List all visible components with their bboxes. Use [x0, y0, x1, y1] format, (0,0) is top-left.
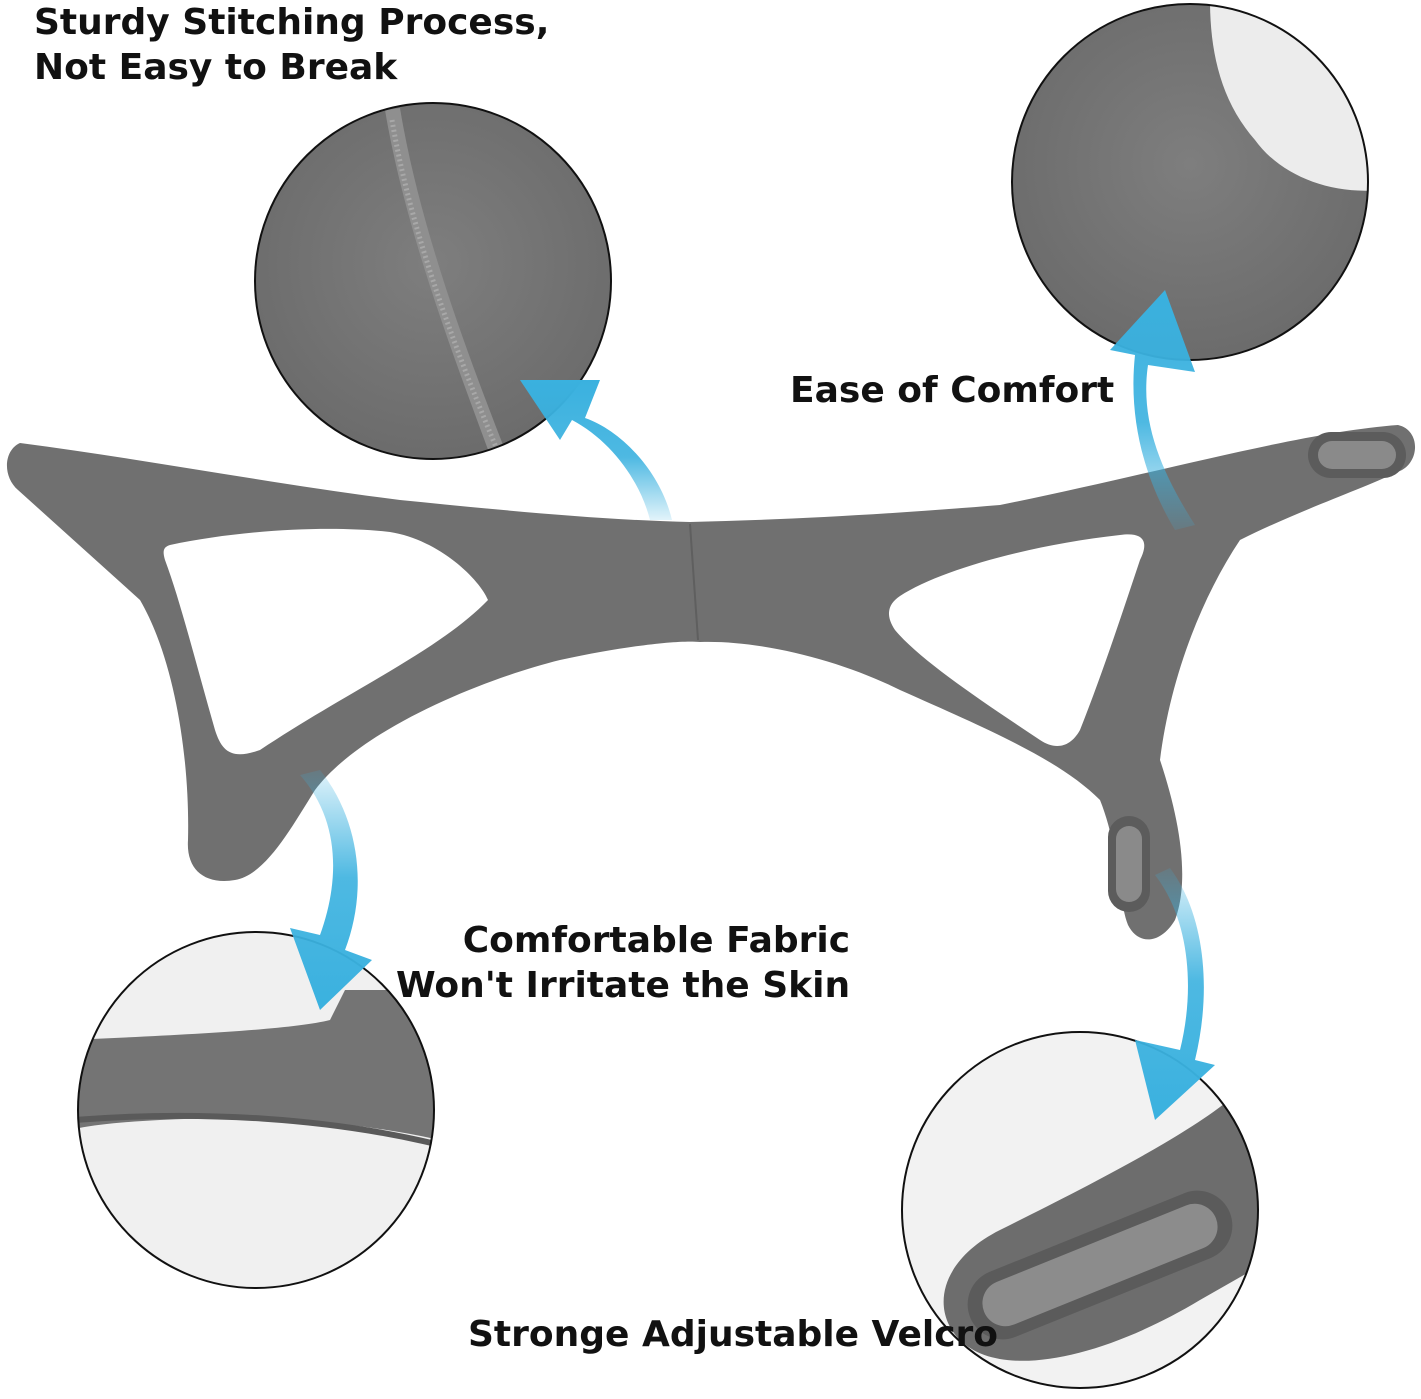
- arrow-icon: [1110, 290, 1195, 530]
- arrow-icon: [1135, 868, 1215, 1120]
- comfort-caption: Ease of Comfort: [790, 370, 1115, 411]
- velcro-caption: Stronge Adjustable Velcro: [468, 1314, 999, 1355]
- fabric-caption-line-1: Comfortable Fabric: [462, 920, 851, 961]
- fabric-caption-line-2: Won't Irritate the Skin: [396, 965, 851, 1006]
- stitching-detail-circle: [254, 102, 612, 460]
- arrow-icon: [290, 770, 372, 1010]
- fabric-detail-circle: [77, 931, 435, 1289]
- comfort-detail-circle: [1011, 3, 1369, 361]
- stitching-caption-line-1: Sturdy Stitching Process,: [34, 2, 550, 43]
- arrow-icon: [520, 380, 672, 520]
- stitching-caption: Sturdy Stitching Process, Not Easy to Br…: [34, 0, 549, 90]
- chin-strap: [6, 425, 1416, 940]
- velcro-detail-circle: [901, 1031, 1259, 1389]
- stitching-caption-line-2: Not Easy to Break: [34, 47, 398, 88]
- fabric-caption: Comfortable Fabric Won't Irritate the Sk…: [396, 918, 850, 1008]
